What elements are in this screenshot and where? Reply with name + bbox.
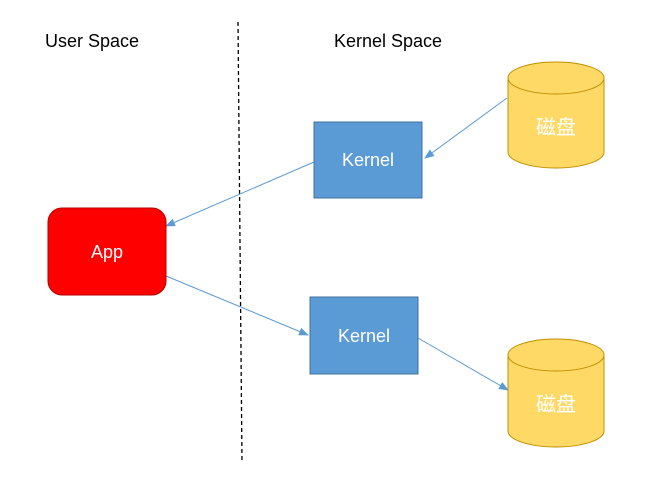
- arrow-kernel-to-app: [165, 161, 315, 227]
- kernel-box-top: [313, 121, 423, 199]
- disk-label-top: 磁盘: [536, 115, 576, 139]
- disk-node-bottom: 磁盘: [507, 338, 605, 448]
- disk-cap-bottom: [507, 338, 605, 372]
- disk-label-bottom: 磁盘: [536, 392, 576, 416]
- arrow-app-to-kernel: [165, 275, 309, 336]
- kernel-label-bottom: Kernel: [338, 326, 390, 346]
- disk-node-top: 磁盘: [507, 61, 605, 169]
- user-space-label: User Space: [45, 31, 139, 51]
- arrow-disk-to-kernel: [424, 97, 508, 159]
- kernel-label-top: Kernel: [342, 150, 394, 170]
- space-divider: [237, 21, 243, 463]
- app-node: App: [47, 207, 167, 296]
- disk-cap-top: [507, 61, 605, 95]
- kernel-box-bottom: [309, 296, 419, 375]
- kernel-node-bottom: Kernel: [309, 296, 419, 375]
- kernel-node-top: Kernel: [313, 121, 423, 199]
- disk-body-top: [507, 78, 605, 169]
- arrow-kernel-to-disk: [417, 337, 509, 391]
- disk-body-bottom: [507, 355, 605, 448]
- app-label: App: [91, 242, 123, 262]
- kernel-space-label: Kernel Space: [334, 31, 442, 51]
- app-box: [47, 207, 167, 296]
